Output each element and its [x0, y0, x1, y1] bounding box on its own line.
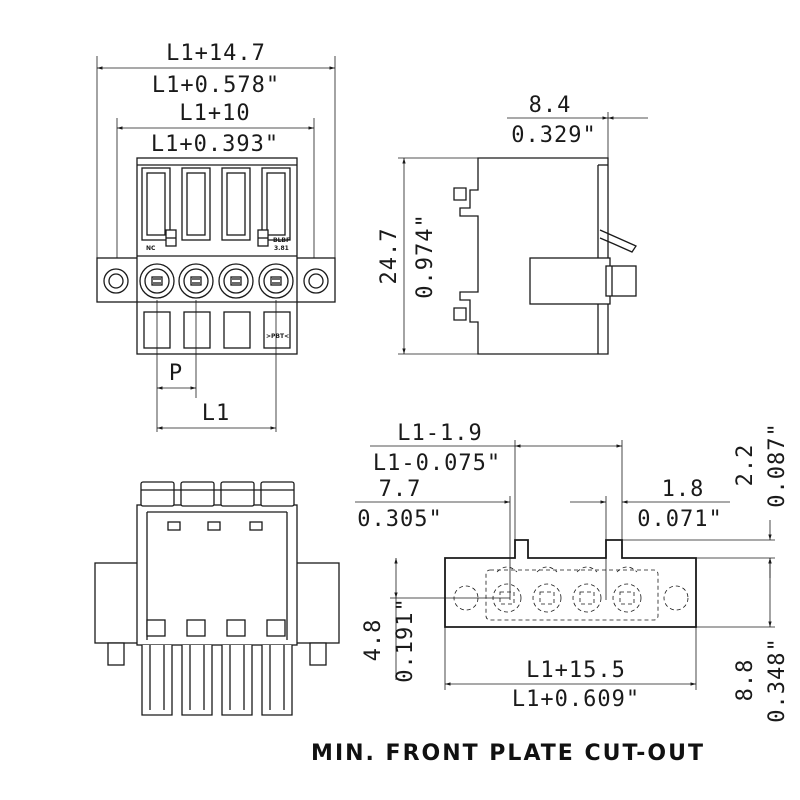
- dim-top-overall-in: L1+0.578": [152, 73, 280, 98]
- flange-hole-left: [103, 268, 129, 294]
- dim-cut-notch-mm: 2.2: [733, 444, 758, 487]
- front-view: L1+14.7 L1+0.578" L1+10 L1+0.393": [96, 41, 336, 432]
- dim-cut-height-mm: 8.8: [733, 659, 758, 702]
- dim-cut-left-mm: 7.7: [379, 477, 422, 502]
- dim-side-depth-in: 0.329": [511, 123, 596, 148]
- dim-side-height-in: 0.974": [413, 213, 438, 298]
- cutout-contacts: [492, 566, 642, 613]
- dim-length: L1: [202, 401, 231, 426]
- dim-cut-width-mm: L1+15.5: [526, 658, 626, 683]
- screw-terminals: [139, 263, 294, 299]
- dim-side-depth-mm: 8.4: [529, 93, 572, 118]
- dim-cut-width-in: L1+0.609": [512, 687, 640, 712]
- side-screw-head: [605, 265, 637, 297]
- dim-pitch: P: [169, 361, 183, 386]
- mark-pbt: >PBT<: [266, 333, 289, 340]
- dim-cut-hole-mm: 4.8: [361, 619, 386, 662]
- side-screw-block: [529, 257, 611, 305]
- dim-cut-left-in: 0.305": [357, 507, 442, 532]
- mark-blbf: BLBF: [273, 237, 290, 244]
- dim-side-height-mm: 24.7: [377, 228, 402, 285]
- dim-cut-hole-in: 0.191": [393, 597, 418, 682]
- caption: MIN. FRONT PLATE CUT-OUT: [311, 741, 705, 766]
- dim-top-inner-in: L1+0.393": [151, 132, 279, 157]
- flange-hole-right: [303, 268, 329, 294]
- dim-cut-top-mm: L1-1.9: [397, 421, 482, 446]
- bottom-flange-left: [94, 562, 140, 644]
- dim-cut-notch-in: 0.087": [765, 422, 790, 507]
- bottom-view: [94, 481, 340, 716]
- bottom-flange-right: [294, 562, 340, 644]
- mark-pitch: 3.81: [274, 245, 289, 252]
- dim-cut-top-in: L1-0.075": [373, 451, 501, 476]
- side-body: [459, 157, 609, 355]
- mark-nc: NC: [146, 245, 156, 252]
- dim-top-overall-mm: L1+14.7: [166, 41, 266, 66]
- dim-top-inner-mm: L1+10: [179, 101, 250, 126]
- dim-cut-right-mm: 1.8: [662, 477, 705, 502]
- cutout-view: L1-1.9 L1-0.075" 7.7 0.305" 1.8 0.071" 2…: [355, 421, 790, 723]
- side-view: 8.4 0.329" 24.7 0.974": [377, 93, 648, 355]
- dim-cut-height-in: 0.348": [765, 637, 790, 722]
- dim-cut-right-in: 0.071": [637, 507, 722, 532]
